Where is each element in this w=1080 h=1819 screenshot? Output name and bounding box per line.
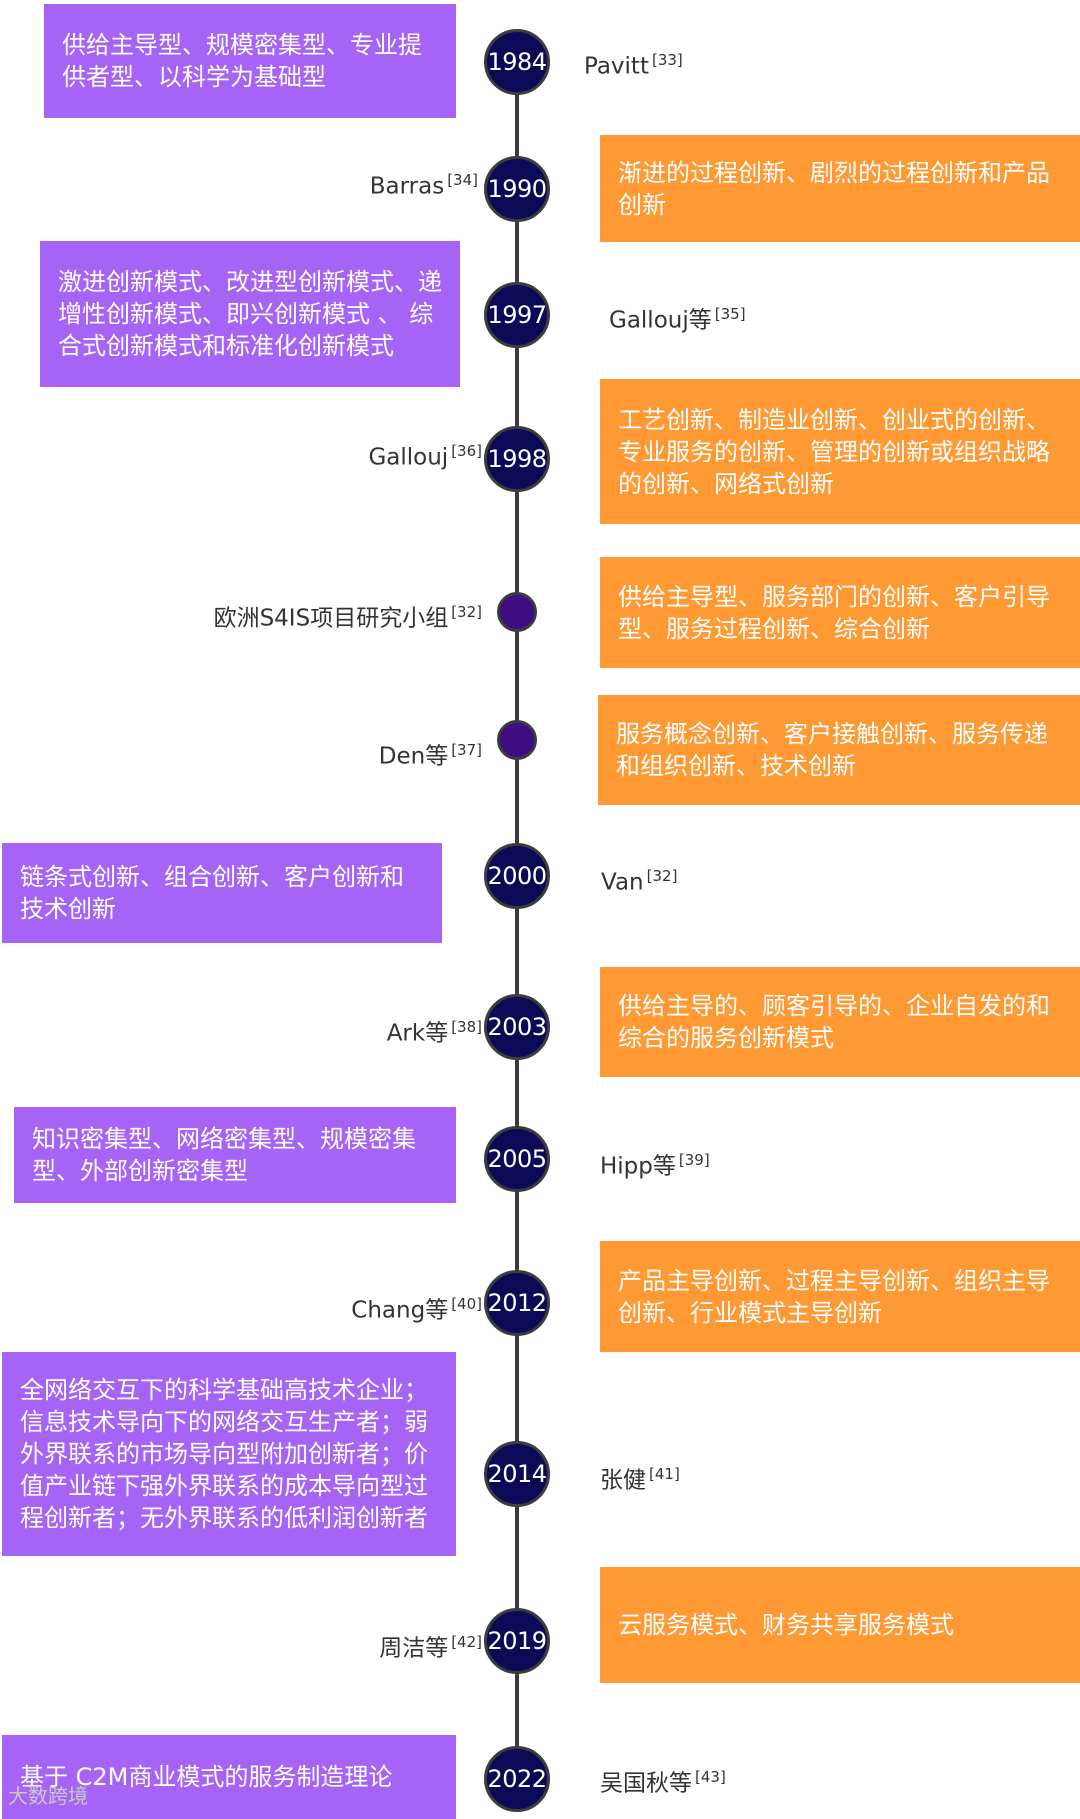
year-node-1997: 1997 <box>484 282 550 348</box>
timeline-box-2000: 链条式创新、组合创新、客户创新和技术创新 <box>2 843 442 943</box>
timeline-box-1997: 激进创新模式、改进型创新模式、递增性创新模式、即兴创新模式 、 综合式创新模式和… <box>40 241 460 387</box>
timeline-box-2005: 知识密集型、网络密集型、规模密集型、外部创新密集型 <box>14 1107 456 1203</box>
author-name-2014: 张健 <box>600 1467 646 1494</box>
timeline-box-s4is: 供给主导型、服务部门的创新、客户引导型、服务过程创新、综合创新 <box>600 557 1080 668</box>
timeline-box-2014: 全网络交互下的科学基础高技术企业；信息技术导向下的网络交互生产者；弱外界联系的市… <box>2 1352 456 1556</box>
author-2012: Chang等[40] <box>351 1290 482 1325</box>
author-2000: Van[32] <box>601 862 677 897</box>
timeline-spine <box>515 55 519 1790</box>
timeline-box-1990: 渐进的过程创新、剧烈的过程创新和产品创新 <box>600 135 1080 242</box>
box-text-2005: 知识密集型、网络密集型、规模密集型、外部创新密集型 <box>32 1125 416 1185</box>
timeline-box-2022: 基于 C2M商业模式的服务制造理论 <box>2 1735 456 1819</box>
author-name-2012: Chang等 <box>351 1297 449 1324</box>
ref-den: [37] <box>451 741 482 759</box>
year-node-1998: 1998 <box>484 426 550 492</box>
box-text-2019: 云服务模式、财务共享服务模式 <box>618 1611 954 1639</box>
author-name-2000: Van <box>601 869 644 896</box>
watermark: 大数跨境 <box>8 1784 88 1808</box>
year-node-1990: 1990 <box>484 156 550 222</box>
ref-s4is: [32] <box>451 603 482 621</box>
ref-2012: [40] <box>451 1295 482 1313</box>
box-text-1998: 工艺创新、制造业创新、创业式的创新、专业服务的创新、管理的创新或组织战略的创新、… <box>618 405 1050 498</box>
ref-2003: [38] <box>451 1018 482 1036</box>
author-2019: 周洁等[42] <box>379 1628 482 1663</box>
box-text-1990: 渐进的过程创新、剧烈的过程创新和产品创新 <box>618 158 1050 219</box>
year-node-2012: 2012 <box>484 1270 550 1336</box>
year-node-2019: 2019 <box>484 1608 550 1674</box>
author-name-2019: 周洁等 <box>379 1635 449 1662</box>
author-1990: Barras[34] <box>370 166 478 201</box>
ref-1984: [33] <box>651 51 683 69</box>
author-name-den: Den等 <box>378 743 449 770</box>
timeline-box-2012: 产品主导创新、过程主导创新、组织主导创新、行业模式主导创新 <box>600 1241 1080 1352</box>
author-s4is: 欧洲S4IS项目研究小组[32] <box>214 598 482 633</box>
box-text-2000: 链条式创新、组合创新、客户创新和技术创新 <box>20 863 404 923</box>
year-node-2022: 2022 <box>484 1746 550 1812</box>
ref-2022: [43] <box>695 1768 726 1786</box>
box-text-den: 服务概念创新、客户接触创新、服务传递和组织创新、技术创新 <box>616 720 1048 780</box>
ref-2014: [41] <box>649 1465 680 1483</box>
year-node-2014: 2014 <box>484 1441 550 1507</box>
author-name-2022: 吴国秋等 <box>600 1770 692 1797</box>
box-text-1984: 供给主导型、规模密集型、专业提供者型、以科学为基础型 <box>62 31 422 91</box>
author-name-1990: Barras <box>369 173 445 200</box>
author-2014: 张健[41] <box>600 1460 680 1495</box>
ref-2019: [42] <box>451 1633 482 1651</box>
author-name-1997: Gallouj等 <box>609 307 712 334</box>
timeline-dot-den <box>497 720 537 760</box>
timeline-dot-s4is <box>497 592 537 632</box>
author-name-2003: Ark等 <box>386 1020 449 1047</box>
box-text-2014: 全网络交互下的科学基础高技术企业；信息技术导向下的网络交互生产者；弱外界联系的市… <box>20 1376 428 1532</box>
box-text-2022: 基于 C2M商业模式的服务制造理论 <box>20 1763 393 1791</box>
year-node-1984: 1984 <box>484 29 550 95</box>
author-2005: Hipp等[39] <box>600 1146 710 1181</box>
ref-1998: [36] <box>451 442 482 460</box>
author-1984: Pavitt[33] <box>584 46 683 81</box>
author-1998: Gallouj[36] <box>368 437 482 472</box>
year-node-2000: 2000 <box>484 843 550 909</box>
year-node-2005: 2005 <box>484 1126 550 1192</box>
author-1997: Gallouj等[35] <box>609 300 746 335</box>
author-name-1984: Pavitt <box>584 53 649 80</box>
ref-2000: [32] <box>646 867 678 885</box>
timeline-box-1984: 供给主导型、规模密集型、专业提供者型、以科学为基础型 <box>44 4 456 118</box>
author-name-1998: Gallouj <box>368 444 449 471</box>
timeline-box-2019: 云服务模式、财务共享服务模式 <box>600 1567 1080 1683</box>
author-name-s4is: 欧洲S4IS项目研究小组 <box>213 605 449 632</box>
ref-2005: [39] <box>678 1151 710 1169</box>
author-den: Den等[37] <box>379 736 482 771</box>
timeline-box-1998: 工艺创新、制造业创新、创业式的创新、专业服务的创新、管理的创新或组织战略的创新、… <box>600 379 1080 524</box>
box-text-2003: 供给主导的、顾客引导的、企业自发的和综合的服务创新模式 <box>618 992 1050 1052</box>
box-text-s4is: 供给主导型、服务部门的创新、客户引导型、服务过程创新、综合创新 <box>618 582 1050 643</box>
timeline-box-2003: 供给主导的、顾客引导的、企业自发的和综合的服务创新模式 <box>600 967 1080 1077</box>
ref-1997: [35] <box>714 305 746 323</box>
box-text-2012: 产品主导创新、过程主导创新、组织主导创新、行业模式主导创新 <box>618 1266 1050 1327</box>
box-text-1997: 激进创新模式、改进型创新模式、递增性创新模式、即兴创新模式 、 综合式创新模式和… <box>58 268 442 360</box>
timeline-box-den: 服务概念创新、客户接触创新、服务传递和组织创新、技术创新 <box>598 695 1080 805</box>
author-name-2005: Hipp等 <box>600 1153 676 1180</box>
author-2022: 吴国秋等[43] <box>600 1763 726 1798</box>
ref-1990: [34] <box>447 171 478 189</box>
author-2003: Ark等[38] <box>387 1013 482 1048</box>
year-node-2003: 2003 <box>484 994 550 1060</box>
